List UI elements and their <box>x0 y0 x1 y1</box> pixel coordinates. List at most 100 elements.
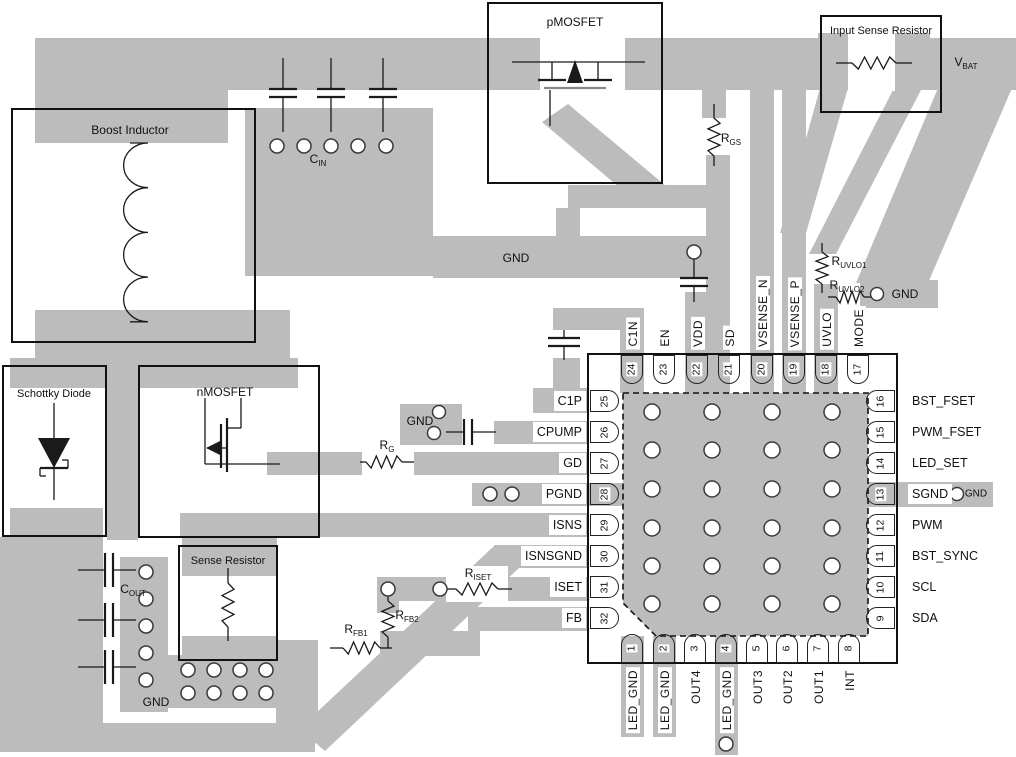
pin-label-SDA: SDA <box>908 608 942 628</box>
r-g <box>365 454 403 470</box>
pin-number: 22 <box>690 362 703 377</box>
input-sense-resistor-symbol <box>851 55 897 71</box>
thermal-via <box>823 480 841 498</box>
pin-label-LED_GND: LED_GND <box>716 667 737 734</box>
pin-label-UVLO: UVLO <box>816 309 837 350</box>
pin-number: 18 <box>819 362 832 377</box>
pgnd-vias <box>482 486 498 502</box>
gnd-sgnd: GND <box>964 488 988 500</box>
pin-number: 1 <box>625 644 638 653</box>
pin-label-text: OUT3 <box>750 667 765 708</box>
clearance <box>362 450 414 476</box>
sense-gnd-vias <box>206 685 222 701</box>
sense-resistor-label: Sense Resistor <box>190 555 266 567</box>
sense-gnd-vias <box>180 662 196 678</box>
pin-number: 27 <box>598 456 610 470</box>
pin-number: 5 <box>750 644 763 653</box>
schottky-diode-label: Schottky Diode <box>17 388 91 400</box>
input-sense-resistor-box <box>820 15 942 113</box>
pin-number: 4 <box>719 644 732 653</box>
pin-number: 17 <box>851 362 864 377</box>
pin-label-CPUMP: CPUMP <box>532 422 586 442</box>
pin-number: 24 <box>625 362 638 377</box>
pin-label-OUT4: OUT4 <box>685 667 706 708</box>
pin-number: 28 <box>598 487 610 501</box>
pin-number: 29 <box>598 518 610 532</box>
pin-number: 30 <box>598 549 610 563</box>
copper-trace <box>10 358 298 388</box>
pin-number: 13 <box>874 487 886 501</box>
pin-29: 29 <box>590 514 619 536</box>
copper-trace <box>35 310 290 360</box>
pin-label-INT: INT <box>839 667 860 694</box>
thermal-via <box>823 441 841 459</box>
pin-number: 8 <box>842 644 855 653</box>
schottky-anode <box>38 438 70 468</box>
copper-trace <box>120 557 168 712</box>
pin-number: 6 <box>780 644 793 653</box>
pin-17: 17 <box>847 355 869 384</box>
copper-trace <box>35 90 228 143</box>
pin-number: 11 <box>874 549 886 563</box>
sense-resistor-box <box>178 545 278 661</box>
pin-label-text: MODE <box>851 306 866 350</box>
pin-label-ISET: ISET <box>550 577 586 597</box>
r-uvlo1 <box>814 251 830 285</box>
pin-12: 12 <box>866 514 895 536</box>
pin-5: 5 <box>746 634 768 663</box>
pin-6: 6 <box>776 634 798 663</box>
pin-label-text: LED_GND <box>719 667 734 734</box>
sense-gnd-vias <box>258 685 274 701</box>
pin-number: 7 <box>811 644 824 653</box>
thermal-via <box>643 557 661 575</box>
pin-label-text: LED_GND <box>625 667 640 734</box>
pin-label-VDD: VDD <box>687 317 708 350</box>
thermal-via <box>763 441 781 459</box>
gnd-cpump: GND <box>406 414 434 428</box>
pin-number: 25 <box>598 394 610 408</box>
thermal-via <box>763 403 781 421</box>
pin-label-text: VDD <box>690 317 705 350</box>
pmosfet-drain-trace <box>542 104 666 204</box>
cin-vias <box>269 138 285 154</box>
pin-18: 18 <box>815 355 837 384</box>
pin-label-text: EN <box>657 326 672 350</box>
pin-label-OUT2: OUT2 <box>777 667 798 708</box>
pin-number: 19 <box>787 362 800 377</box>
r-gs-label: RGS <box>720 130 742 148</box>
pin-label-VSENSE_P: VSENSE_P <box>784 276 805 350</box>
pin-4: 4 <box>715 634 737 663</box>
iset-vias <box>432 581 448 597</box>
pin-label-MODE: MODE <box>848 306 869 350</box>
sense-gnd-vias <box>232 685 248 701</box>
pin-label-text: OUT2 <box>780 667 795 708</box>
cpump-gnd-vias <box>431 404 447 420</box>
pin-label-text: VSENSE_N <box>755 275 770 350</box>
copper-trace <box>276 640 318 725</box>
cin-vias <box>323 138 339 154</box>
cout-vias <box>138 591 154 607</box>
cin-vias <box>296 138 312 154</box>
sense-gnd-vias <box>258 662 274 678</box>
sense-resistor-symbol <box>220 582 236 628</box>
gnd-bottom: GND <box>142 695 170 709</box>
pin-28: 28 <box>590 483 619 505</box>
pin-9: 9 <box>866 607 895 629</box>
thermal-via <box>763 519 781 537</box>
copper-trace <box>182 545 276 576</box>
pin-number: 10 <box>874 580 886 594</box>
pin-20: 20 <box>751 355 773 384</box>
pin-label-SGND: SGND <box>908 484 953 504</box>
gnd-top: GND <box>502 251 530 265</box>
pin-32: 32 <box>590 607 619 629</box>
thermal-via <box>703 557 721 575</box>
cout-vias <box>138 618 154 634</box>
pin-label-text: OUT1 <box>811 667 826 708</box>
pin-15: 15 <box>866 421 895 443</box>
cout-vias <box>138 645 154 661</box>
pin-19: 19 <box>783 355 805 384</box>
pin-16: 16 <box>866 390 895 412</box>
pin-number: 9 <box>874 614 886 622</box>
